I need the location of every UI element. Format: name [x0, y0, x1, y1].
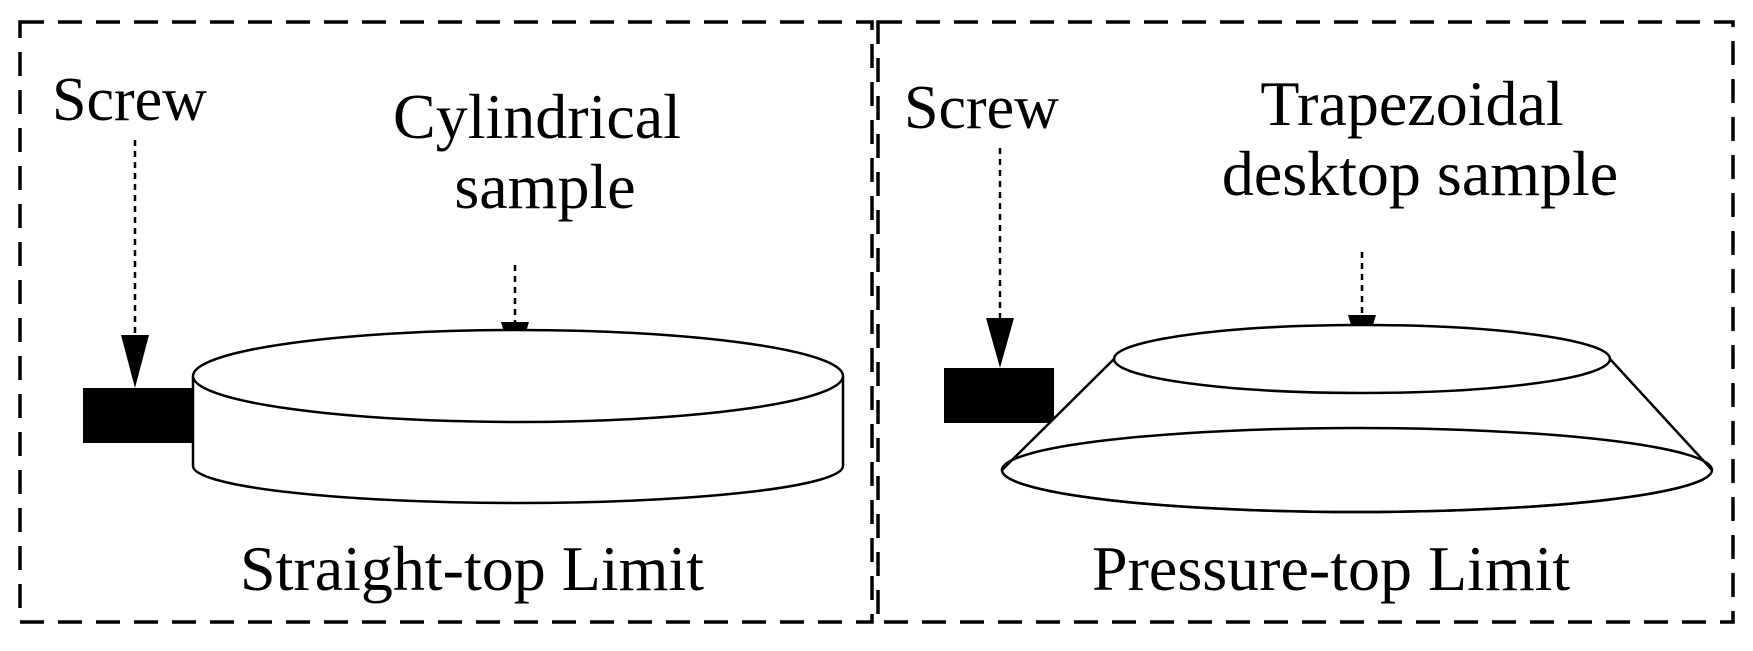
right-sample-label: Trapezoidal desktop sample: [1222, 68, 1618, 209]
left-panel: Screw Cylindrical sample Straight-top Li…: [18, 20, 874, 624]
left-sample-label: Cylindrical sample: [393, 81, 697, 222]
frustum-bottom: [1000, 426, 1714, 514]
cylinder-sample: [191, 328, 845, 505]
right-screw-label: Screw: [904, 74, 1059, 142]
frustum-top: [1112, 323, 1612, 395]
right-screw-block: [944, 368, 1054, 423]
left-panel-frame: [18, 20, 874, 624]
left-screw-block: [83, 388, 193, 443]
right-panel: Screw Trapezoidal desktop sample Pressur…: [876, 20, 1735, 624]
left-screw-label: Screw: [52, 66, 207, 134]
right-sample-label-line2: desktop sample: [1222, 138, 1618, 209]
right-sample-label-line1: Trapezoidal: [1260, 68, 1563, 139]
cylinder-top: [191, 328, 845, 424]
right-screw-arrow-head: [986, 318, 1014, 368]
left-sample-label-line2: sample: [454, 151, 635, 222]
right-caption: Pressure-top Limit: [1092, 533, 1570, 604]
trapezoidal-sample: [1000, 323, 1714, 514]
left-caption: Straight-top Limit: [240, 533, 704, 604]
right-panel-frame: [876, 20, 1735, 624]
left-screw-arrow-head: [121, 335, 149, 388]
left-sample-label-line1: Cylindrical: [393, 81, 681, 152]
